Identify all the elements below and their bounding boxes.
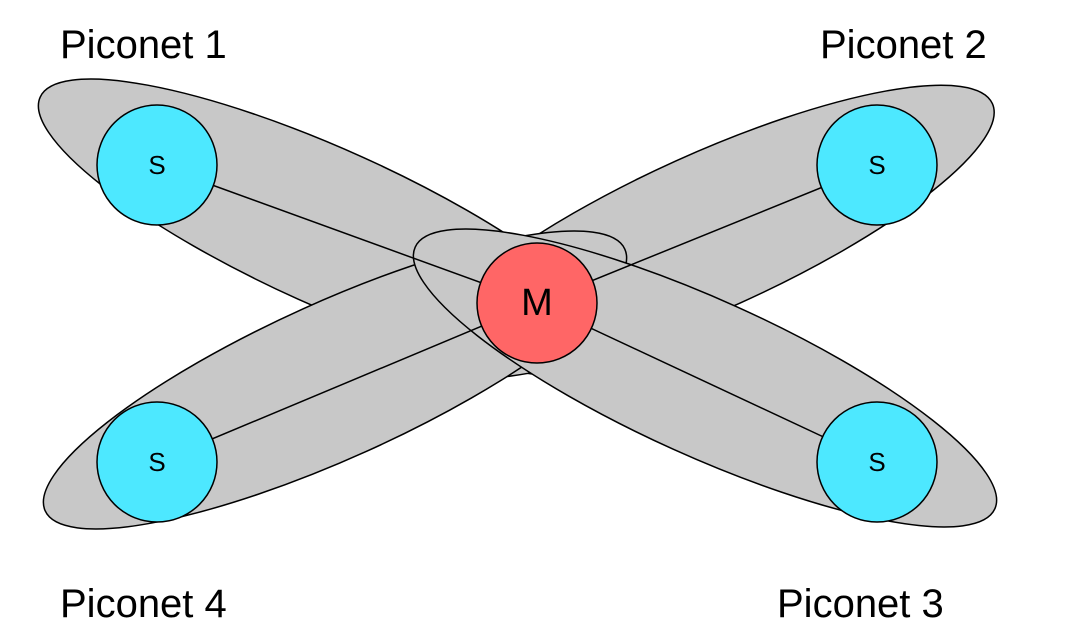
slave-node-4: S <box>96 401 218 523</box>
slave-node-1-label: S <box>148 150 165 180</box>
slave-node-2-label: S <box>868 150 885 180</box>
master-node: M <box>476 242 598 364</box>
slave-node-3-circle <box>816 401 938 523</box>
slave-node-1-circle <box>96 104 218 226</box>
slave-node-3: S <box>816 401 938 523</box>
links <box>156 164 878 463</box>
master-node-label: M <box>521 282 553 324</box>
slave-node-3-label: S <box>868 447 885 477</box>
slave-node-1: S <box>96 104 218 226</box>
link-m-s3 <box>536 302 878 463</box>
link-m-s4 <box>156 302 538 463</box>
link-m-s2 <box>536 164 878 304</box>
slave-node-2-circle <box>816 104 938 226</box>
slave-node-4-circle <box>96 401 218 523</box>
piconet-1-label: Piconet 1 <box>60 23 227 67</box>
piconet-2-label: Piconet 2 <box>820 23 987 67</box>
master-node-circle <box>476 242 598 364</box>
slave-node-4-label: S <box>148 447 165 477</box>
piconet-3-label: Piconet 3 <box>777 582 944 626</box>
piconet-4-label: Piconet 4 <box>60 582 227 626</box>
piconet-labels: Piconet 1 Piconet 2 Piconet 3 Piconet 4 <box>60 23 987 626</box>
link-m-s1 <box>156 164 538 304</box>
slave-nodes: S S S S <box>96 104 938 523</box>
slave-node-2: S <box>816 104 938 226</box>
